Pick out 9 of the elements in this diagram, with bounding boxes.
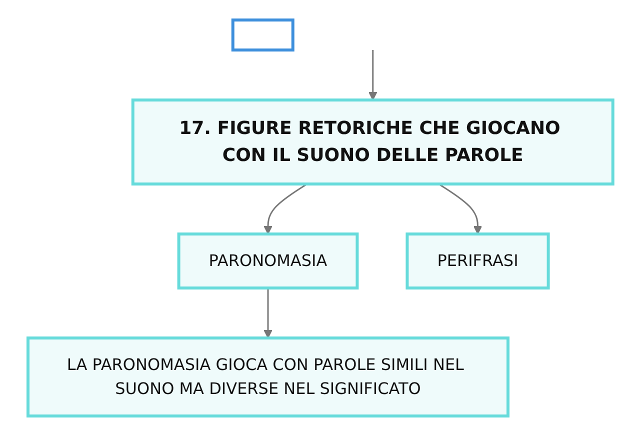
arrow: [264, 288, 272, 338]
node-box: LA PARONOMASIA GIOCA CON PAROLE SIMILI NEL SUONO MA DIVERSE NEL SIGNIFICATO: [26, 336, 510, 418]
arrow: [368, 50, 378, 100]
node-box: [231, 18, 294, 52]
arrow: [438, 183, 482, 234]
arrow: [264, 183, 308, 234]
node-box: 17. FIGURE RETORICHE CHE GIOCANO CON IL SUONO DELLE PAROLE: [131, 98, 614, 186]
node-box: PERIFRASI: [406, 232, 550, 290]
node-box: PARONOMASIA: [177, 232, 359, 290]
